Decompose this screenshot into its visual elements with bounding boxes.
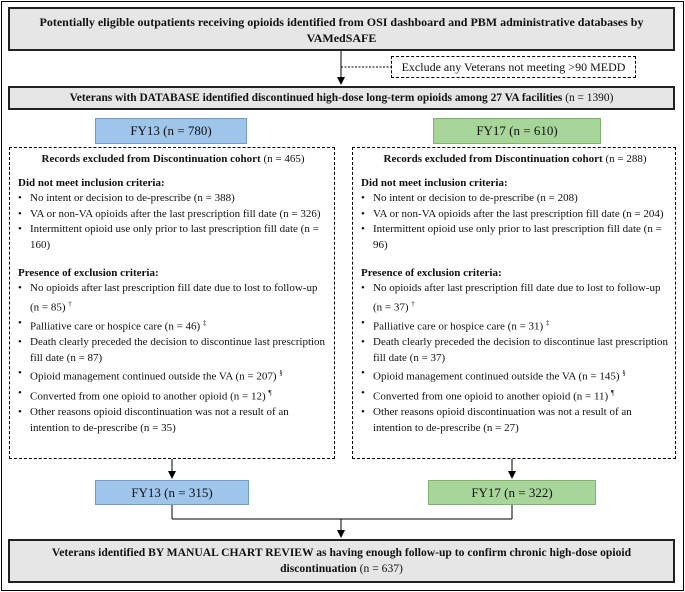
list-item: Intermittent opioid use only prior to la…	[18, 222, 328, 253]
list-item: VA or non-VA opioids after the last pres…	[18, 207, 328, 223]
left-exclusion-list: No opioids after last prescription fill …	[18, 281, 328, 436]
right-inclusion-list: No intent or decision to de-prescribe (n…	[361, 191, 669, 253]
left-inclusion-heading: Did not meet inclusion criteria:	[18, 176, 165, 189]
footnote-mark: §	[279, 369, 283, 378]
final-box-text: Veterans identified BY MANUAL CHART REVI…	[51, 546, 632, 575]
final-box: Veterans identified BY MANUAL CHART REVI…	[8, 539, 675, 583]
list-item: No intent or decision to de-prescribe (n…	[18, 191, 328, 207]
footnote-mark: †	[411, 299, 415, 308]
list-item: Palliative care or hospice care (n = 31)…	[361, 316, 669, 335]
left-inclusion-list: No intent or decision to de-prescribe (n…	[18, 191, 328, 253]
list-item: Death clearly preceded the decision to d…	[361, 335, 669, 366]
database-box: Veterans with DATABASE identified discon…	[8, 86, 675, 110]
top-box-text: Potentially eligible outpatients receivi…	[39, 15, 644, 45]
right-exclusion-title: Records excluded from Discontinuation co…	[383, 153, 647, 165]
exclude-note-box: Exclude any Veterans not meeting >90 MED…	[391, 56, 636, 78]
footnote-mark: ¶	[610, 388, 615, 397]
list-item: No intent or decision to de-prescribe (n…	[361, 191, 669, 207]
list-item: No opioids after last prescription fill …	[361, 281, 669, 316]
right-exclusion-heading: Presence of exclusion criteria:	[361, 266, 502, 279]
right-inclusion-heading: Did not meet inclusion criteria:	[361, 176, 508, 189]
fy17-final-label: FY17 (n = 322)	[471, 485, 553, 500]
list-item: Opioid management continued outside the …	[18, 366, 328, 385]
right-exclusion-count: (n = 288)	[605, 153, 647, 165]
fy17-final-box: FY17 (n = 322)	[428, 480, 596, 505]
fy13-start-box: FY13 (n = 780)	[95, 118, 247, 144]
left-exclusion-count: (n = 465)	[263, 153, 305, 165]
fy13-final-box: FY13 (n = 315)	[95, 480, 249, 505]
fy17-start-box: FY17 (n = 610)	[433, 118, 601, 144]
list-item: Converted from one opioid to another opi…	[361, 386, 669, 405]
footnote-mark: ‡	[202, 319, 207, 327]
left-exclusion-box: Records excluded from Discontinuation co…	[9, 147, 335, 459]
list-item: Palliative care or hospice care (n = 46)…	[18, 316, 328, 335]
list-item: Death clearly preceded the decision to d…	[18, 335, 328, 366]
list-item: Other reasons opioid discontinuation was…	[361, 405, 669, 436]
fy17-start-label: FY17 (n = 610)	[476, 123, 558, 138]
database-box-count: (n = 1390)	[565, 92, 614, 104]
fy13-final-label: FY13 (n = 315)	[131, 485, 213, 500]
fy13-start-label: FY13 (n = 780)	[130, 123, 212, 138]
exclude-note-text: Exclude any Veterans not meeting >90 MED…	[401, 60, 626, 74]
left-exclusion-title: Records excluded from Discontinuation co…	[41, 153, 305, 165]
footnote-mark: §	[622, 369, 626, 378]
list-item: No opioids after last prescription fill …	[18, 281, 328, 316]
list-item: Other reasons opioid discontinuation was…	[18, 405, 328, 436]
database-box-text: Veterans with DATABASE identified discon…	[69, 92, 563, 104]
footnote-mark: ‡	[545, 319, 550, 327]
footnote-mark: †	[68, 299, 72, 308]
list-item: Intermittent opioid use only prior to la…	[361, 222, 669, 253]
right-exclusion-list: No opioids after last prescription fill …	[361, 281, 669, 436]
footnote-mark: ¶	[268, 388, 272, 397]
list-item: Converted from one opioid to another opi…	[18, 386, 328, 405]
left-exclusion-heading: Presence of exclusion criteria:	[18, 266, 159, 279]
right-exclusion-box: Records excluded from Discontinuation co…	[352, 147, 676, 459]
list-item: VA or non-VA opioids after the last pres…	[361, 207, 669, 223]
list-item: Opioid management continued outside the …	[361, 366, 669, 385]
top-box: Potentially eligible outpatients receivi…	[8, 7, 675, 51]
final-box-count: (n = 637)	[359, 562, 403, 575]
